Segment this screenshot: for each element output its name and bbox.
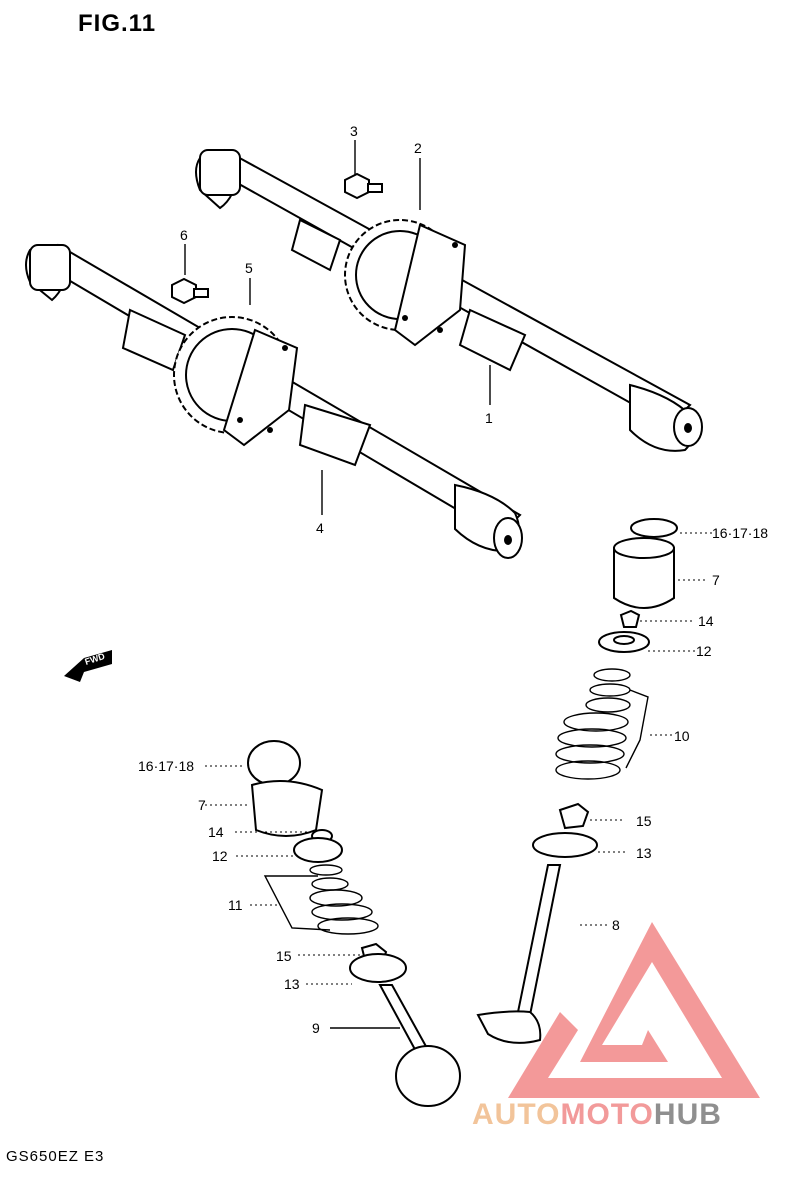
callout-15-left: 15 <box>276 948 292 964</box>
callout-6: 6 <box>180 227 188 243</box>
callout-10: 10 <box>674 728 690 744</box>
callout-3: 3 <box>350 123 358 139</box>
cam-sprocket-lower <box>173 316 299 447</box>
spring-right <box>555 668 631 780</box>
seal-right <box>558 802 590 830</box>
spring-seat-left <box>349 953 407 983</box>
callout-9: 9 <box>312 1020 320 1036</box>
callout-11: 11 <box>228 897 243 913</box>
callout-8: 8 <box>612 917 620 933</box>
callout-7-right: 7 <box>712 572 720 588</box>
callout-5: 5 <box>245 260 253 276</box>
callout-1: 1 <box>485 410 493 426</box>
callout-12-right: 12 <box>696 643 712 659</box>
valve-head-right <box>476 1010 542 1044</box>
bolt-part-3 <box>344 172 383 200</box>
shim-right <box>630 518 678 538</box>
leader-lines <box>184 140 712 1029</box>
callout-4: 4 <box>316 520 324 536</box>
tappet-left <box>250 780 324 837</box>
callout-13-right: 13 <box>636 845 652 861</box>
shim-left <box>247 740 301 786</box>
fwd-arrow-icon: FWD <box>64 650 112 682</box>
bolt-part-6 <box>171 277 209 305</box>
callout-15-right: 15 <box>636 813 652 829</box>
callout-13-left: 13 <box>284 976 300 992</box>
callout-16-17-18-left: 16·17·18 <box>138 758 194 774</box>
spring-left <box>309 864 379 935</box>
valve-stem-right <box>516 864 562 1017</box>
callout-12-left: 12 <box>212 848 228 864</box>
spring-seat-right <box>532 832 598 858</box>
callout-7-left: 7 <box>198 797 206 813</box>
callout-14-left: 14 <box>208 824 224 840</box>
cotter-right <box>619 609 641 628</box>
callout-2: 2 <box>414 140 422 156</box>
retainer-left <box>293 837 343 863</box>
model-code: GS650EZ E3 <box>6 1148 105 1165</box>
watermark-logo-icon <box>508 922 760 1098</box>
cam-sprocket-upper <box>344 219 467 347</box>
watermark-brand-text: AUTOMOTOHUB <box>472 1098 722 1131</box>
callout-labels: 2 3 5 6 1 4 16·17·18 7 14 12 10 15 13 8 … <box>138 123 768 1036</box>
valve-head-left <box>395 1045 461 1107</box>
valve-assembly-left <box>247 740 461 1107</box>
callout-16-17-18-right: 16·17·18 <box>712 525 768 541</box>
valve-stem-left <box>378 984 430 1057</box>
callout-14-right: 14 <box>698 613 714 629</box>
figure-title: FIG.11 <box>78 10 157 37</box>
